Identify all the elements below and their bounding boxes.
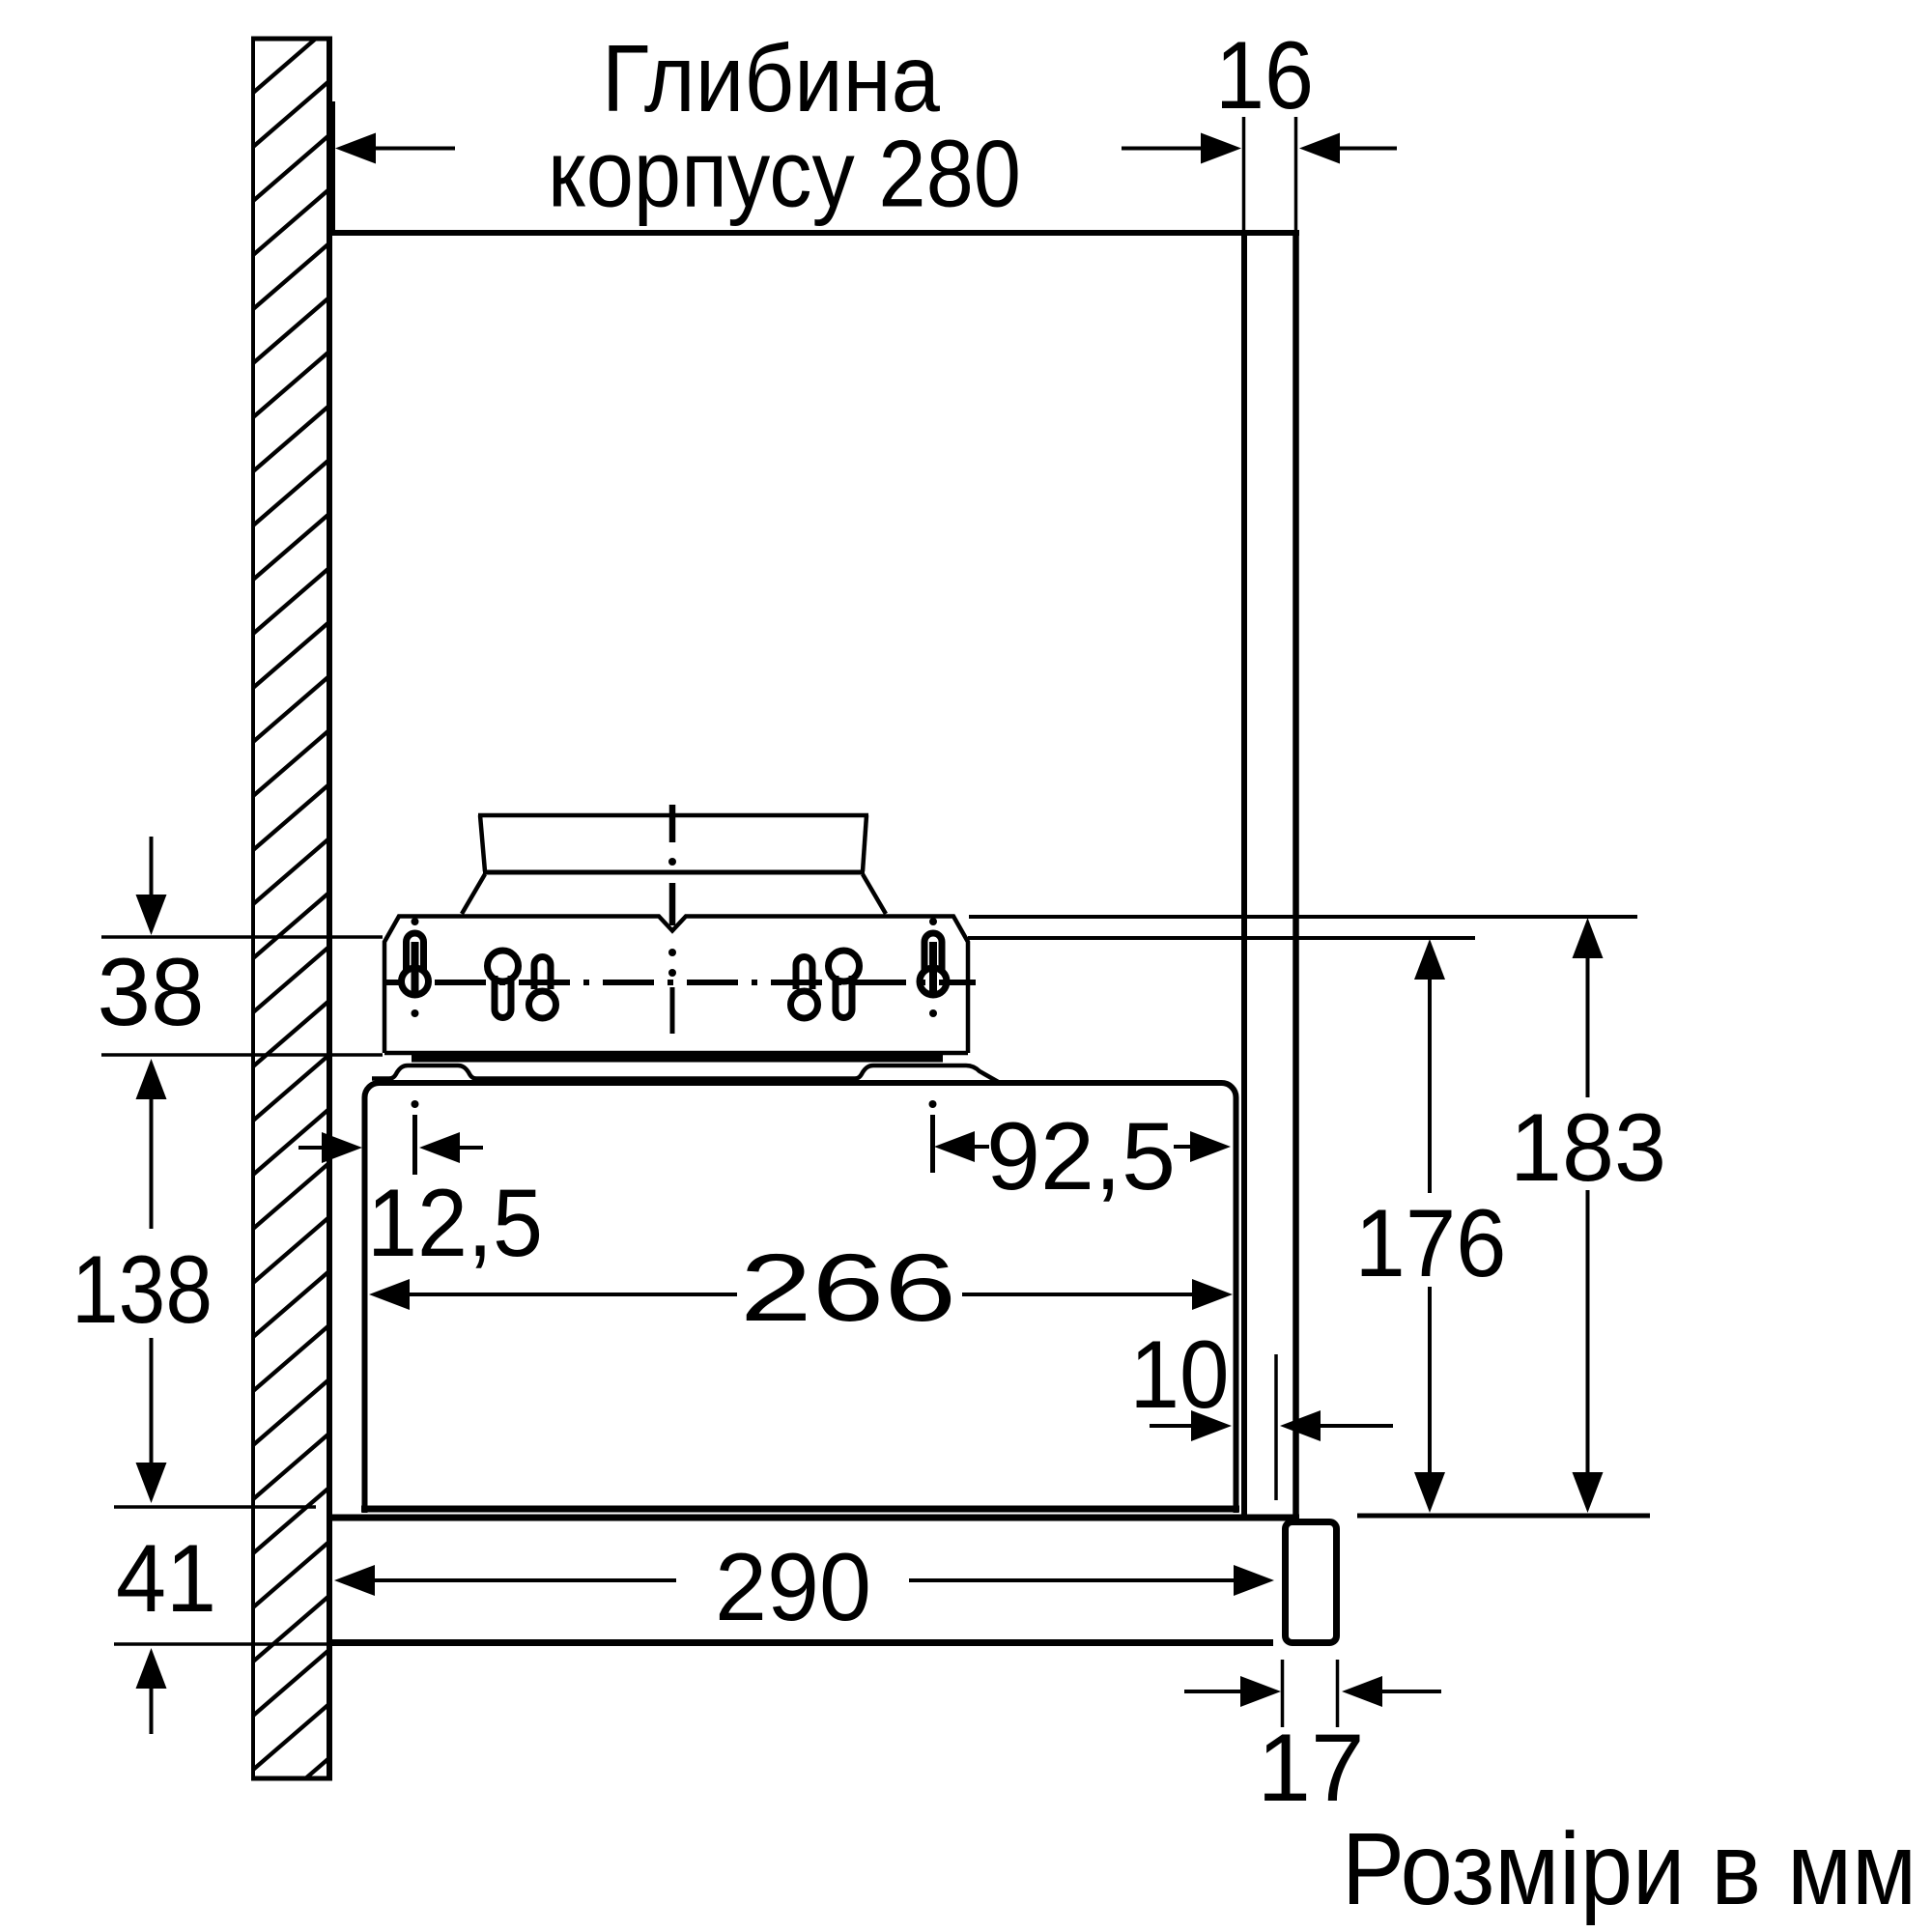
svg-text:10: 10	[1130, 1321, 1230, 1428]
svg-text:92,5: 92,5	[986, 1102, 1176, 1209]
svg-text:41: 41	[116, 1524, 216, 1632]
svg-text:Глибина: Глибина	[602, 25, 940, 131]
svg-text:Розміри в мм: Розміри в мм	[1342, 1812, 1917, 1926]
svg-text:корпусу 280: корпусу 280	[548, 121, 1021, 227]
svg-text:38: 38	[98, 938, 205, 1045]
svg-text:266: 266	[740, 1234, 956, 1341]
svg-text:17: 17	[1258, 1714, 1365, 1821]
svg-text:183: 183	[1510, 1094, 1666, 1201]
svg-text:12,5: 12,5	[367, 1169, 543, 1276]
svg-text:138: 138	[71, 1236, 213, 1343]
svg-text:290: 290	[715, 1533, 871, 1640]
svg-text:176: 176	[1355, 1189, 1507, 1296]
svg-text:16: 16	[1215, 21, 1314, 128]
